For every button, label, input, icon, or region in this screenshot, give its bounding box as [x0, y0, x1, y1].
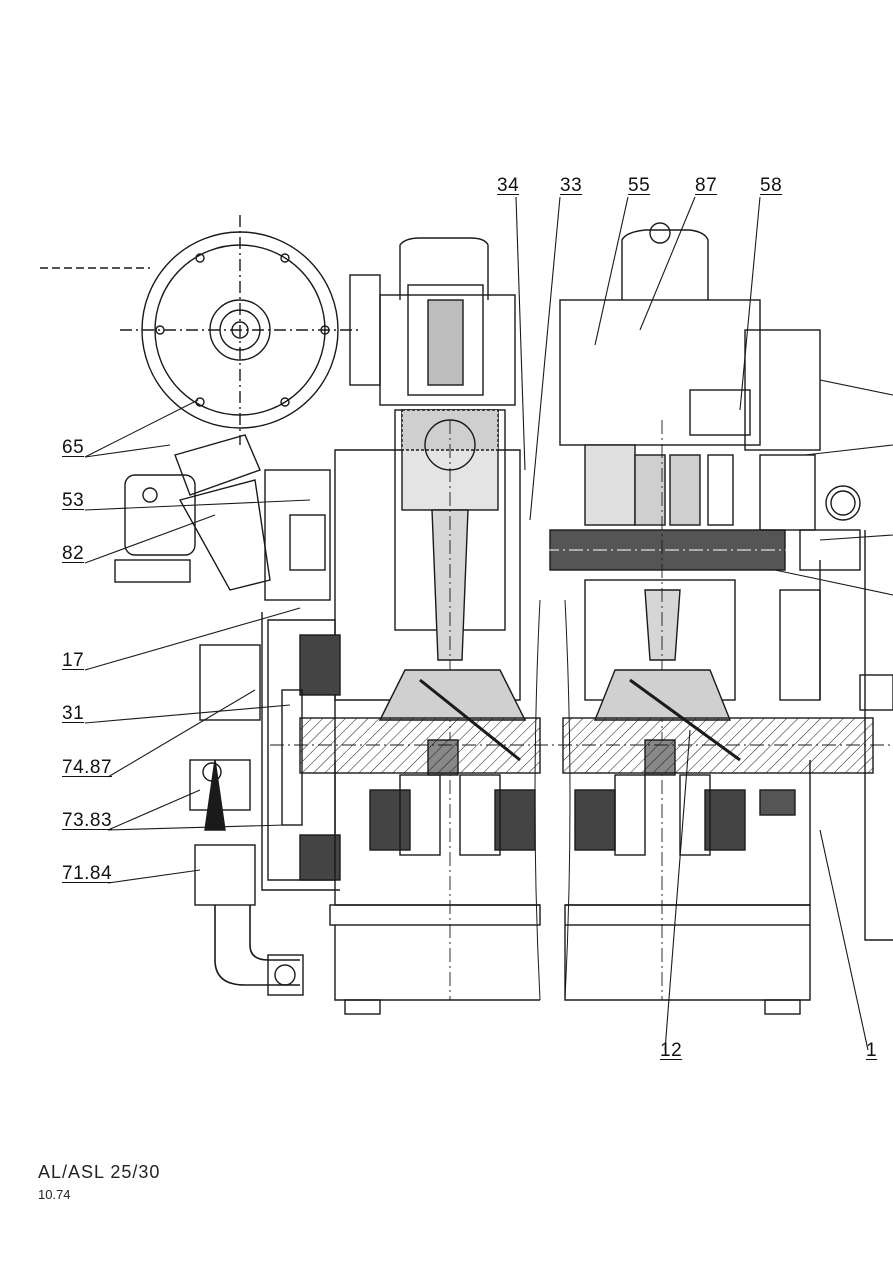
flywheel-assembly: [40, 215, 360, 445]
callout-82: 82: [62, 543, 85, 564]
callout-31: 31: [62, 703, 85, 724]
callout-74-87: 74.87: [62, 757, 113, 778]
right-edge-frame: [799, 529, 893, 941]
callout-73-83: 73.83: [62, 810, 113, 831]
leader-lines: [84, 196, 893, 1051]
callout-1-partial: 1: [866, 1040, 878, 1061]
callout-17: 17: [62, 650, 85, 671]
model-designation: AL/ASL 25/30: [38, 1162, 161, 1182]
drawing-date: 10.74: [38, 1187, 71, 1202]
left-cylinder: [334, 237, 536, 1000]
drawing-footer: AL/ASL 25/30 10.74: [38, 1162, 160, 1202]
right-cylinder: [545, 222, 893, 1000]
callout-65: 65: [62, 437, 85, 458]
callout-71-84: 71.84: [62, 863, 113, 884]
callout-34: 34: [497, 175, 520, 196]
left-auxiliary-pumps: [114, 434, 331, 996]
callout-53: 53: [62, 490, 85, 511]
callout-55: 55: [628, 175, 651, 196]
crankcase-base: [329, 599, 811, 1015]
crankshaft: [270, 678, 893, 774]
callout-58: 58: [760, 175, 783, 196]
callout-12: 12: [660, 1040, 683, 1061]
callout-87: 87: [695, 175, 718, 196]
callout-33: 33: [560, 175, 583, 196]
